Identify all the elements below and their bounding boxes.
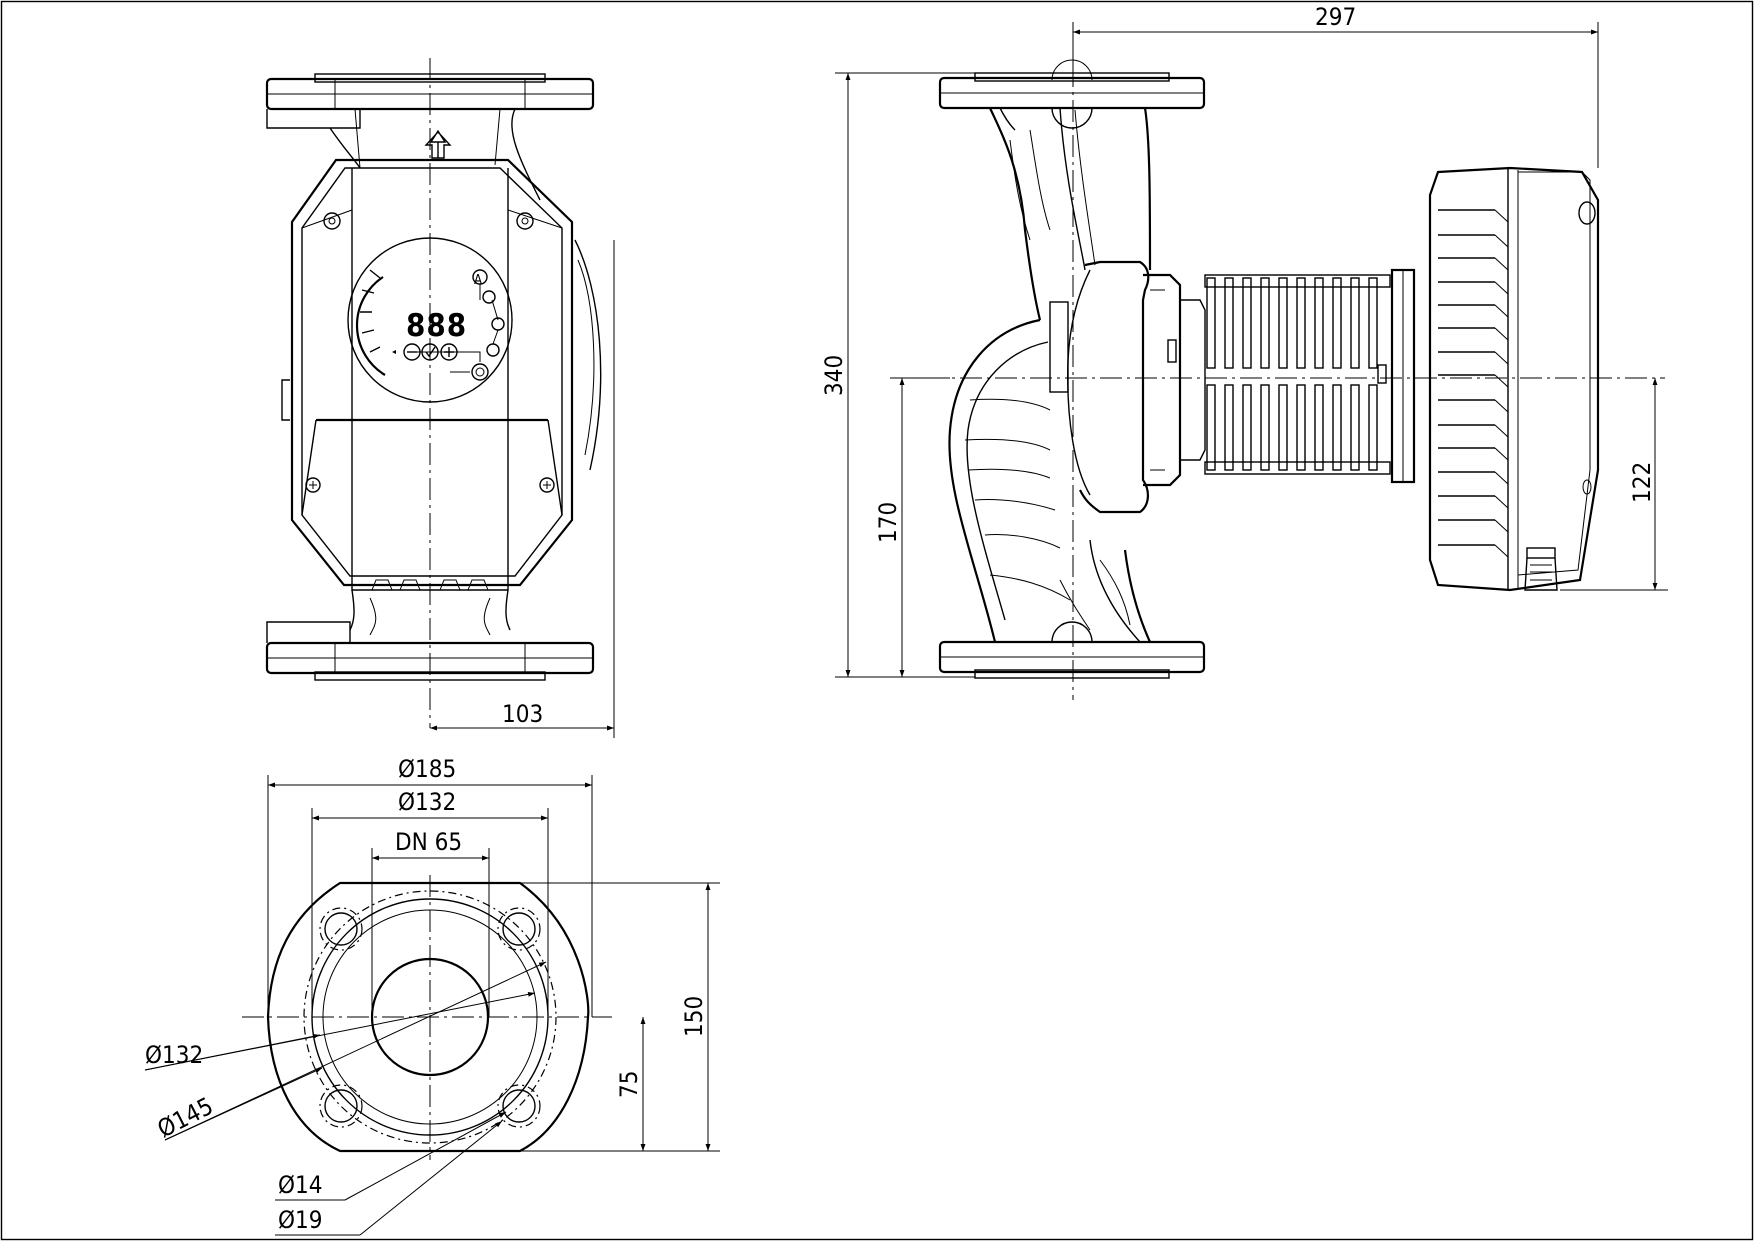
control-display: 888 A xyxy=(347,237,513,403)
diameter-symbol: Ø xyxy=(145,1041,162,1069)
display-digits: 888 xyxy=(406,308,467,344)
bolt-hole xyxy=(324,1089,358,1123)
leader-hole-small-value: 14 xyxy=(295,1171,322,1199)
dim-flange-half-height: 75 xyxy=(615,1017,646,1151)
dim-overall-length: 297 xyxy=(1072,3,1599,168)
module-side xyxy=(1428,166,1600,592)
diameter-symbol: Ø xyxy=(278,1171,295,1199)
dim-front-depth: 103 xyxy=(430,240,615,738)
electronic-module xyxy=(290,158,574,591)
dim-front-depth-value: 103 xyxy=(502,700,543,728)
pump-casing xyxy=(948,107,1152,643)
front-top-flange xyxy=(265,73,595,201)
dim-overall-length-value: 297 xyxy=(1315,3,1356,31)
svg-text:Ø19: Ø19 xyxy=(278,1206,322,1234)
circle-icon[interactable] xyxy=(471,363,489,381)
dim-flange-height: 150 xyxy=(520,882,720,1152)
dim-flange-height-value: 150 xyxy=(680,996,708,1037)
leader-hole-small: Ø14 xyxy=(275,1111,507,1201)
leader-bolt-circle-b: Ø145 xyxy=(153,961,547,1143)
motor-fins xyxy=(1204,268,1416,484)
bolt-hole xyxy=(324,912,358,946)
dim-flange-half-height-value: 75 xyxy=(615,1071,643,1098)
plus-icon[interactable] xyxy=(440,343,458,361)
dim-motor-axis: 122 xyxy=(1560,378,1668,591)
side-bottom-flange xyxy=(938,621,1206,679)
side-top-flange xyxy=(938,59,1206,129)
bolt-hole xyxy=(502,912,536,946)
check-icon[interactable] xyxy=(421,343,439,361)
svg-text:Ø132: Ø132 xyxy=(145,1041,203,1069)
dim-flange-outer: Ø185 xyxy=(267,755,593,1017)
bolt-holes xyxy=(319,907,541,1128)
pump-head xyxy=(1049,260,1206,514)
svg-text:Ø132: Ø132 xyxy=(398,788,456,816)
dim-motor-axis-value: 122 xyxy=(1628,462,1656,503)
bolt-hole xyxy=(502,1089,536,1123)
minus-icon[interactable] xyxy=(403,343,421,361)
dim-overall-height-value: 340 xyxy=(820,355,848,396)
front-bottom-flange xyxy=(265,589,595,681)
dim-flange-boltcircle-value: 132 xyxy=(415,788,456,816)
dim-flange-outer-value: 185 xyxy=(415,755,456,783)
side-view: 297 340 170 122 xyxy=(820,3,1668,700)
cable-hole-icon xyxy=(1578,201,1596,225)
leader-hole-large-value: 19 xyxy=(295,1206,322,1234)
dim-flange-boltcircle: Ø132 xyxy=(311,788,549,1017)
fins-upper xyxy=(1206,277,1378,369)
flange-view: Ø185 Ø132 DN 65 150 75 xyxy=(144,755,720,1236)
leader-bolt-circle-a-value: 132 xyxy=(162,1041,203,1069)
leader-hole-large: Ø19 xyxy=(275,1120,503,1236)
front-view: 888 A xyxy=(265,58,615,738)
dim-nominal-size-value: DN 65 xyxy=(395,828,462,856)
motor-housing-side xyxy=(574,239,602,471)
svg-text:Ø145: Ø145 xyxy=(153,1092,218,1143)
up-arrow-icon xyxy=(424,129,452,159)
bolt-circle xyxy=(303,890,557,1144)
screw-icon xyxy=(516,212,534,230)
screw-icon xyxy=(539,477,555,493)
screw-icon xyxy=(305,477,321,493)
svg-text:Ø185: Ø185 xyxy=(398,755,456,783)
diameter-symbol: Ø xyxy=(398,788,415,816)
fins-lower xyxy=(1206,384,1378,471)
diameter-symbol: Ø xyxy=(398,755,415,783)
svg-text:Ø14: Ø14 xyxy=(278,1171,322,1199)
diameter-symbol: Ø xyxy=(278,1206,295,1234)
leader-bolt-circle-a: Ø132 xyxy=(144,991,536,1071)
dim-axis-height-value: 170 xyxy=(874,502,902,543)
screw-icon xyxy=(323,212,341,230)
dim-axis-height: 170 xyxy=(874,377,950,677)
mode-label: A xyxy=(474,273,482,288)
dim-overall-height: 340 xyxy=(820,72,975,678)
